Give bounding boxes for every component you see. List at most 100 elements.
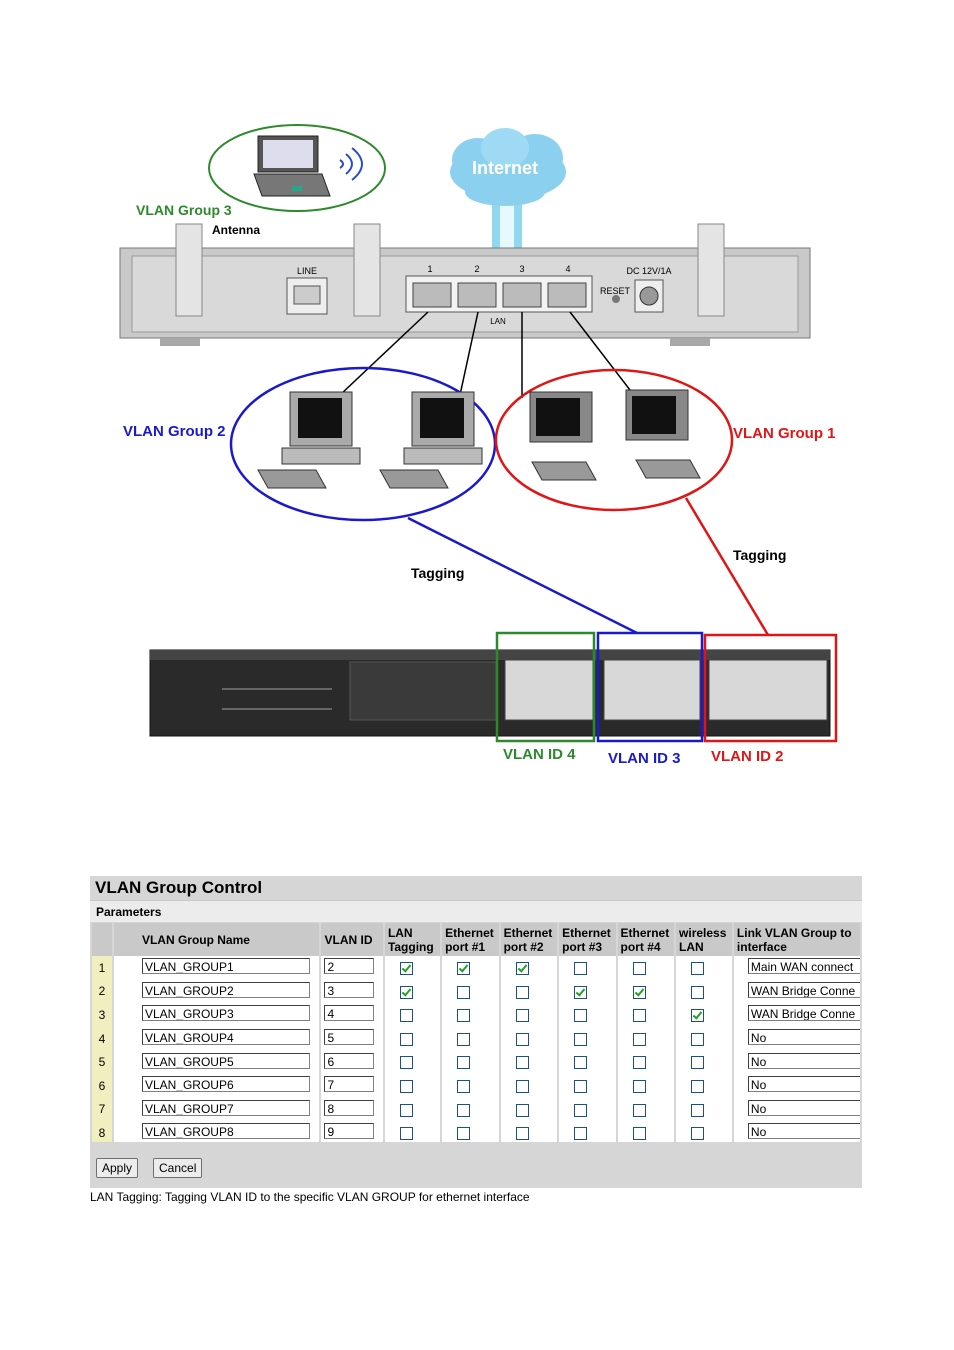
group-name-cell: VLAN_GROUP6	[113, 1073, 320, 1098]
eth1-checkbox[interactable]	[457, 1009, 471, 1023]
checkbox-cell	[384, 1050, 441, 1074]
eth2-checkbox[interactable]	[515, 1009, 529, 1023]
pc-icon	[379, 391, 483, 489]
vlan-id-cell: 2	[321, 956, 383, 980]
vlan-id-input[interactable]: 6	[324, 1052, 375, 1069]
group-name-input[interactable]: VLAN_GROUP2	[141, 981, 310, 998]
lan-tagging-checkbox[interactable]	[399, 1127, 413, 1141]
group-name-input[interactable]: VLAN_GROUP3	[141, 1005, 310, 1022]
checkbox-cell	[384, 1003, 441, 1027]
lan-tagging-checkbox[interactable]	[399, 1009, 413, 1023]
eth4-checkbox[interactable]	[632, 985, 646, 999]
link-interface-select[interactable]: No	[747, 1052, 860, 1069]
header-group-name: VLAN Group Name	[113, 923, 320, 956]
wireless-lan-checkbox[interactable]	[691, 1032, 705, 1046]
laptop-icon	[253, 135, 331, 197]
eth3-checkbox[interactable]	[574, 1103, 588, 1117]
group-name-input[interactable]: VLAN_GROUP7	[141, 1099, 310, 1116]
group-name-input[interactable]: VLAN_GROUP6	[141, 1076, 310, 1093]
checkbox-cell	[500, 1050, 558, 1074]
vlan-id-input[interactable]: 2	[324, 958, 375, 975]
header-link-interface: Link VLAN Group to interface	[733, 923, 860, 956]
vlan-id-input[interactable]: 9	[324, 1123, 375, 1140]
eth2-checkbox[interactable]	[515, 1127, 529, 1141]
eth4-checkbox[interactable]	[632, 1127, 646, 1141]
group-name-input[interactable]: VLAN_GROUP8	[141, 1123, 310, 1140]
group-name-input[interactable]: VLAN_GROUP1	[141, 958, 310, 975]
eth3-checkbox[interactable]	[574, 1009, 588, 1023]
vlan-group1-circle	[494, 368, 734, 512]
link-interface-select[interactable]: No	[747, 1099, 860, 1116]
vlan-id-input[interactable]: 5	[324, 1029, 375, 1046]
link-interface-cell: WAN Bridge Conne	[733, 979, 860, 1004]
checkbox-cell	[676, 1003, 732, 1027]
vlan-id-input[interactable]: 3	[324, 981, 375, 998]
eth4-checkbox[interactable]	[632, 1079, 646, 1093]
checkbox-cell	[676, 1026, 732, 1051]
eth2-checkbox[interactable]	[515, 1103, 529, 1117]
eth3-checkbox[interactable]	[574, 961, 588, 975]
eth4-checkbox[interactable]	[632, 1103, 646, 1117]
ethernet-switch	[149, 649, 831, 737]
cancel-button[interactable]: Cancel	[153, 1158, 203, 1178]
eth1-checkbox[interactable]	[457, 961, 471, 975]
row-index: 2	[92, 979, 112, 1004]
lan-tagging-checkbox[interactable]	[399, 961, 413, 975]
eth3-checkbox[interactable]	[574, 985, 588, 999]
wireless-lan-checkbox[interactable]	[691, 961, 705, 975]
eth3-checkbox[interactable]	[574, 1032, 588, 1046]
eth1-checkbox[interactable]	[457, 1127, 471, 1141]
eth3-checkbox[interactable]	[574, 1079, 588, 1093]
lan-tagging-checkbox[interactable]	[399, 1079, 413, 1093]
lan-tagging-checkbox[interactable]	[399, 1103, 413, 1117]
eth1-checkbox[interactable]	[457, 1056, 471, 1070]
eth4-checkbox[interactable]	[632, 1032, 646, 1046]
checkbox-cell	[559, 979, 616, 1004]
link-interface-select[interactable]: No	[747, 1029, 860, 1046]
wireless-lan-checkbox[interactable]	[691, 1127, 705, 1141]
eth1-checkbox[interactable]	[457, 985, 471, 999]
wireless-lan-checkbox[interactable]	[691, 1079, 705, 1093]
link-interface-cell: No	[733, 1097, 860, 1122]
eth2-checkbox[interactable]	[515, 985, 529, 999]
lan-tagging-checkbox[interactable]	[399, 1056, 413, 1070]
link-interface-select[interactable]: No	[747, 1076, 860, 1093]
wireless-lan-checkbox[interactable]	[691, 1103, 705, 1117]
link-interface-select[interactable]: WAN Bridge Conne	[747, 981, 860, 998]
lan-tagging-note: LAN Tagging: Tagging VLAN ID to the spec…	[90, 1190, 530, 1204]
group-name-input[interactable]: VLAN_GROUP4	[141, 1029, 310, 1046]
eth2-checkbox[interactable]	[515, 961, 529, 975]
checkbox-cell	[676, 1050, 732, 1074]
eth1-checkbox[interactable]	[457, 1032, 471, 1046]
wireless-lan-checkbox[interactable]	[691, 1009, 705, 1023]
eth3-checkbox[interactable]	[574, 1127, 588, 1141]
vlan-id-input[interactable]: 8	[324, 1099, 375, 1116]
lan-tagging-checkbox[interactable]	[399, 985, 413, 999]
apply-button[interactable]: Apply	[96, 1158, 139, 1178]
eth2-checkbox[interactable]	[515, 1032, 529, 1046]
link-interface-select[interactable]: Main WAN connect	[747, 958, 860, 975]
vlan-id-input[interactable]: 4	[324, 1005, 375, 1022]
lan-tagging-checkbox[interactable]	[399, 1032, 413, 1046]
link-interface-select[interactable]: No	[747, 1123, 860, 1140]
checkbox-cell	[559, 956, 616, 980]
eth1-checkbox[interactable]	[457, 1079, 471, 1093]
eth1-checkbox[interactable]	[457, 1103, 471, 1117]
wireless-lan-checkbox[interactable]	[691, 1056, 705, 1070]
vlan-id-input[interactable]: 7	[324, 1076, 375, 1093]
checkbox-cell	[500, 1121, 558, 1145]
link-interface-cell: No	[733, 1073, 860, 1098]
eth4-checkbox[interactable]	[632, 1009, 646, 1023]
link-interface-select[interactable]: WAN Bridge Conne	[747, 1005, 860, 1022]
eth2-checkbox[interactable]	[515, 1056, 529, 1070]
wireless-lan-checkbox[interactable]	[691, 985, 705, 999]
eth4-checkbox[interactable]	[632, 961, 646, 975]
group-name-input[interactable]: VLAN_GROUP5	[141, 1052, 310, 1069]
eth4-checkbox[interactable]	[632, 1056, 646, 1070]
eth2-checkbox[interactable]	[515, 1079, 529, 1093]
eth3-checkbox[interactable]	[574, 1056, 588, 1070]
header-wireless-lan: wireless LAN	[676, 923, 732, 956]
